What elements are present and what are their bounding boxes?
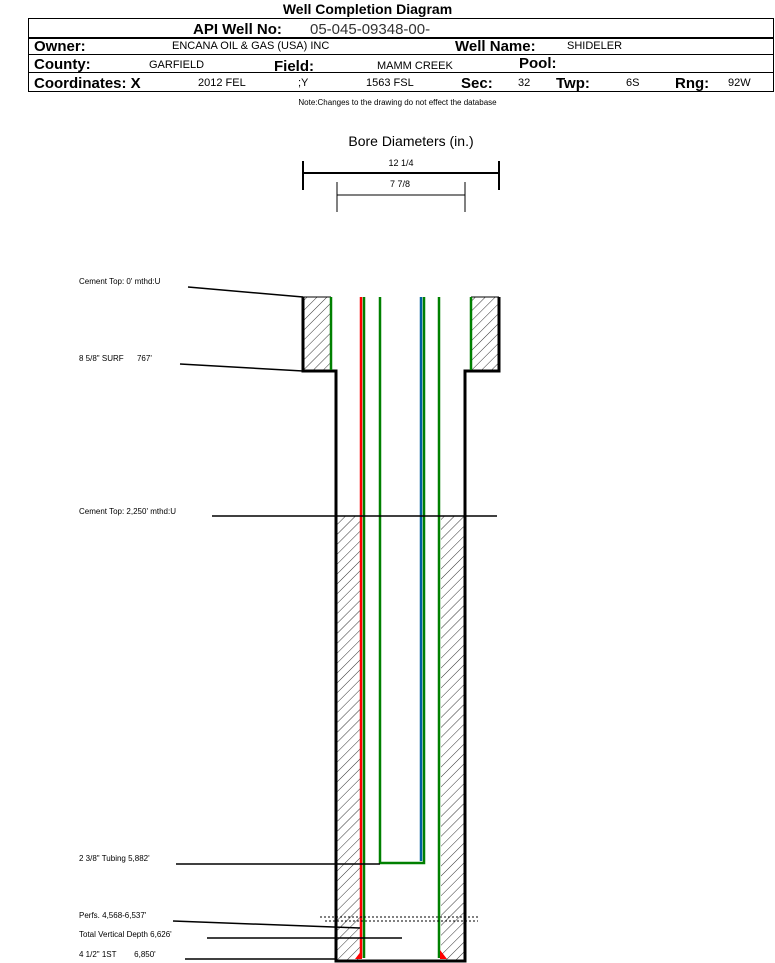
tvd-label: Total Vertical Depth 6,626' — [79, 930, 172, 939]
coordinates-label: Coordinates: X — [34, 75, 141, 92]
x-value: 2012 FEL — [198, 77, 246, 89]
field-value: MAMM CREEK — [377, 60, 453, 72]
well-name-label: Well Name: — [455, 38, 536, 55]
dimension-outer — [302, 161, 500, 190]
surface-casing-label: 8 5/8" SURF 767' — [79, 354, 152, 363]
production-casing-label: 4 1/2" 1ST 6,850' — [79, 950, 156, 959]
y-value: 1563 FSL — [366, 77, 414, 89]
sec-value: 32 — [518, 77, 531, 89]
field-label: Field: — [274, 58, 314, 75]
surface-casing — [329, 297, 473, 370]
pool-label: Pool: — [519, 55, 557, 72]
tubing-label: 2 3/8" Tubing 5,882' — [79, 854, 150, 863]
leader-lines — [172, 286, 497, 960]
cement-top-1-label: Cement Top: 0' mthd:U — [79, 277, 161, 286]
cement-production — [337, 516, 465, 960]
rng-label: Rng: — [675, 75, 710, 92]
bore-inner-label: 7 7/8 — [390, 179, 410, 189]
twp-label: Twp: — [556, 75, 590, 92]
cement-top-2-label: Cement Top: 2,250' mthd:U — [79, 507, 176, 516]
dimension-inner — [336, 182, 466, 212]
page-title: Well Completion Diagram — [282, 1, 453, 17]
api-label: API Well No: — [193, 21, 282, 38]
tubing — [378, 297, 426, 865]
annotation-labels: Cement Top: 0' mthd:U 8 5/8" SURF 767' C… — [79, 277, 176, 959]
borehole-outline — [301, 296, 501, 963]
county-value: GARFIELD — [149, 59, 205, 71]
perforations — [320, 916, 480, 922]
bore-diameters-title: Bore Diameters (in.) — [348, 133, 473, 149]
well-header-table: API Well No: 05-045-09348-00- Owner: ENC… — [28, 18, 774, 92]
api-value: 05-045-09348-00- — [310, 21, 431, 38]
cement-surface — [304, 297, 499, 370]
perfs-label: Perfs. 4,568-6,537' — [79, 911, 147, 920]
production-casing — [355, 297, 447, 959]
y-label: ;Y — [298, 77, 309, 89]
county-label: County: — [34, 56, 91, 73]
well-name-value: SHIDELER — [567, 40, 623, 52]
bore-outer-label: 12 1/4 — [388, 158, 413, 168]
note-text: Note:Changes to the drawing do not effec… — [298, 98, 497, 107]
sec-label: Sec: — [461, 75, 493, 92]
rng-value: 92W — [728, 77, 751, 89]
twp-value: 6S — [626, 77, 640, 89]
owner-value: ENCANA OIL & GAS (USA) INC — [172, 40, 330, 52]
owner-label: Owner: — [34, 38, 86, 55]
